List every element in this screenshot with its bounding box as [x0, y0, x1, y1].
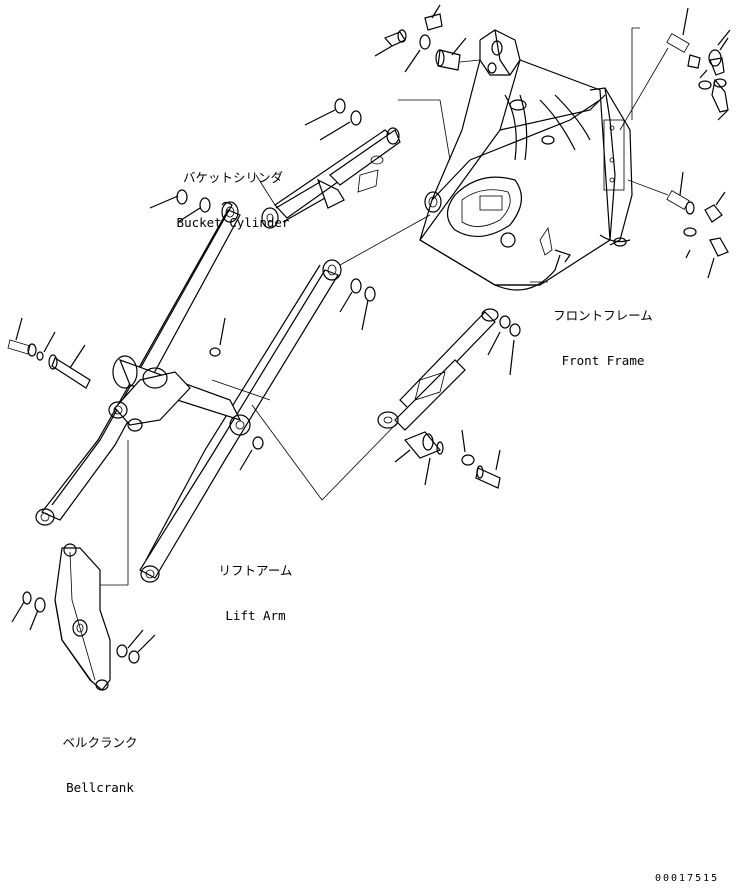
lift-arm-part [7, 99, 451, 583]
lift-arm-label: リフトアーム Lift Arm [213, 533, 298, 638]
bucket-cylinder-leader [255, 174, 276, 206]
frame-pin-fasteners [374, 4, 481, 73]
lift-cylinder-part [377, 308, 521, 489]
bellcrank-part [11, 440, 156, 691]
front-frame-label-jp: フロントフレーム [553, 308, 653, 323]
front-frame-fasteners [619, 7, 731, 279]
front-frame-label-en: Front Frame [561, 353, 645, 368]
front-frame-part [419, 29, 633, 291]
lift-arm-label-jp: リフトアーム [218, 563, 293, 578]
lift-arm-label-en: Lift Arm [225, 608, 286, 623]
bellcrank-label-en: Bellcrank [66, 780, 134, 795]
bellcrank-label-jp: ベルクランク [62, 735, 138, 750]
bucket-cylinder-label: バケットシリンダ Bucket Cylinder [163, 140, 303, 245]
front-frame-label: フロントフレーム Front Frame [548, 278, 658, 383]
bellcrank-label: ベルクランク Bellcrank [55, 705, 145, 810]
document-number: 00017515 [655, 873, 720, 884]
bucket-cylinder-label-en: Bucket Cylinder [176, 215, 290, 230]
bucket-cylinder-label-jp: バケットシリンダ [182, 170, 283, 185]
bucket-cylinder-part [261, 98, 401, 229]
